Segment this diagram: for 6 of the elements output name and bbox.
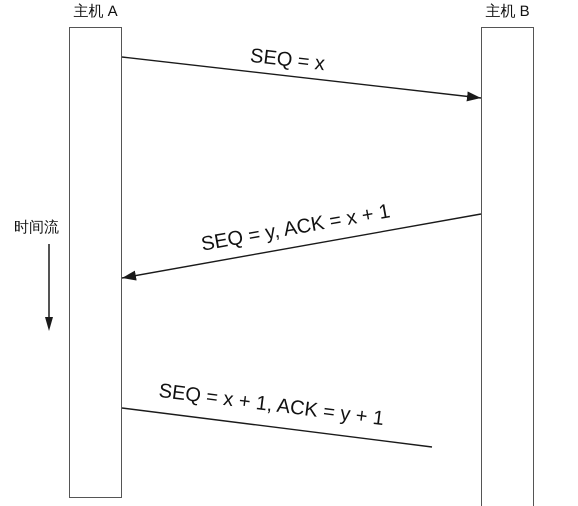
arrow xyxy=(122,56,482,102)
arrow xyxy=(122,213,482,280)
direction-label: 时间流 xyxy=(14,219,59,237)
connector-line xyxy=(122,407,432,448)
host-label: 主机 B xyxy=(485,2,530,22)
host-label: 主机 A xyxy=(73,2,118,22)
